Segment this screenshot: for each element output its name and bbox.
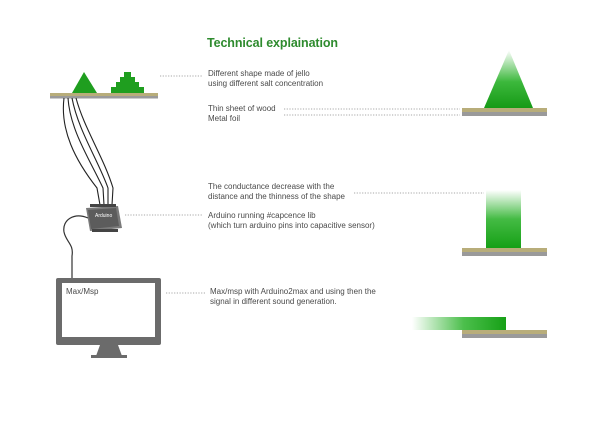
usb-cable xyxy=(63,215,89,280)
pyramid-illustration xyxy=(462,50,547,116)
jello-shapes-on-wood xyxy=(50,72,158,99)
computer-monitor xyxy=(56,278,161,358)
note-jello: Different shape made of jello using diff… xyxy=(208,69,323,88)
sensor-wires xyxy=(62,97,114,206)
note-foil-line: Metal foil xyxy=(208,113,241,123)
arduino-board xyxy=(86,204,122,232)
screen-label: Max/Msp xyxy=(66,287,99,296)
board-label: Arduino xyxy=(95,213,113,219)
note-jello-line-2: using different salt concentration xyxy=(208,78,324,88)
wood-sheet xyxy=(50,93,158,96)
signal-bar-illustration xyxy=(412,317,547,338)
note-conductance-line-1: The conductance decrease with the xyxy=(208,182,335,191)
metal-foil xyxy=(50,96,158,99)
monitor-screen xyxy=(62,283,155,337)
note-jello-line-1: Different shape made of jello xyxy=(208,69,310,78)
monitor-foot xyxy=(91,355,127,358)
note-arduino: Arduino running #capcence lib (which tur… xyxy=(208,211,375,230)
note-arduino-line-2: (which turn arduino pins into capacitive… xyxy=(208,220,375,230)
jello-stepped-pyramid xyxy=(111,72,144,93)
column-illustration xyxy=(462,190,547,256)
note-conductance: The conductance decrease with the distan… xyxy=(208,182,345,201)
note-wood: Thin sheet of wood Metal foil xyxy=(208,104,276,123)
note-max: Max/msp with Arduino2max and using then … xyxy=(210,287,376,306)
monitor-neck xyxy=(96,345,122,356)
jello-pyramid xyxy=(72,72,97,93)
leader-lines xyxy=(125,75,484,294)
diagram-title: Technical explaination xyxy=(207,36,338,50)
note-wood-line: Thin sheet of wood xyxy=(208,104,276,113)
note-max-line-2: signal in different sound generation. xyxy=(210,296,337,306)
note-conductance-line-2: distance and the thinness of the shape xyxy=(208,191,345,201)
note-max-line-1: Max/msp with Arduino2max and using then … xyxy=(210,287,376,296)
note-arduino-line-1: Arduino running #capcence lib xyxy=(208,211,316,220)
